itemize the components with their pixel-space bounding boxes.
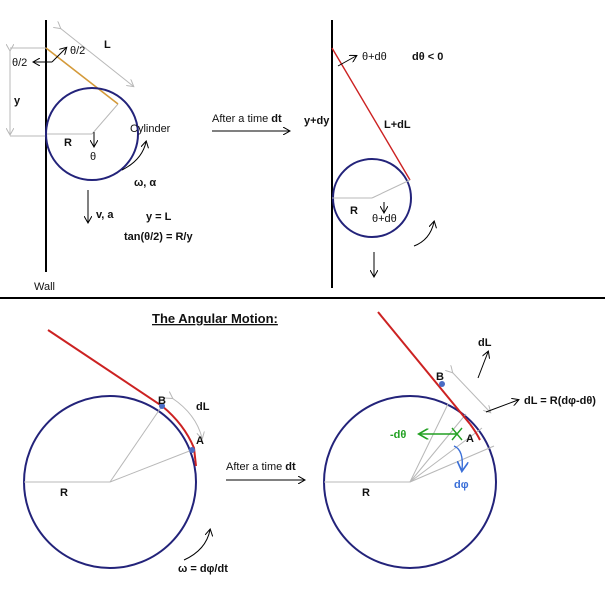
R-label: R — [64, 137, 72, 149]
dL-top-label: dL — [478, 337, 492, 349]
dL-dimension-line — [452, 372, 490, 412]
dtheta-lt-zero-label: dθ < 0 — [412, 51, 443, 63]
omega-curve-arrow — [183, 530, 210, 561]
point-B — [439, 381, 445, 387]
bottom-left-panel: B A dL R ω = dφ/dt — [23, 329, 228, 575]
rotation-curve-arrow — [413, 222, 434, 247]
after-time-label: After a time dt — [212, 113, 282, 125]
theta-half-top-label: θ/2 — [70, 45, 85, 57]
top-left-panel: θ/2 θ/2 L y R θ Cylinder ω, α v, a y = L… — [10, 20, 193, 293]
dL-eq-label: dL = R(dφ-dθ) — [524, 395, 596, 407]
theta-arrow — [337, 56, 356, 67]
L-dL-label: L+dL — [384, 119, 411, 131]
after-time-label: After a time dt — [226, 461, 296, 473]
dL-label: dL — [196, 401, 210, 413]
omega-alpha-label: ω, α — [134, 177, 156, 189]
y-dy-label: y+dy — [304, 115, 330, 127]
y-label: y — [14, 95, 21, 107]
rope-segment — [45, 47, 119, 105]
rope-line — [377, 311, 471, 425]
radius-line — [409, 413, 467, 483]
rope-line — [47, 329, 197, 467]
minus-dtheta-label: -dθ — [390, 429, 406, 441]
point-A — [189, 447, 195, 453]
omega-eq-label: ω = dφ/dt — [178, 563, 228, 575]
radius-line — [409, 445, 495, 483]
rope-wrap — [469, 423, 481, 441]
theta-label: θ — [90, 151, 96, 163]
theta-half-left-label: θ/2 — [12, 57, 27, 69]
L-dimension-line — [60, 28, 133, 86]
theta-dtheta-label: θ+dθ — [362, 51, 387, 63]
dphi-arrow — [453, 445, 462, 470]
top-transition: After a time dt — [212, 113, 289, 131]
top-right-panel: θ+dθ dθ < 0 y+dy L+dL R θ+dθ — [304, 20, 443, 288]
R-label: R — [350, 205, 358, 217]
L-label: L — [104, 39, 111, 51]
radius-line — [371, 179, 411, 199]
dL-dimension-arc — [172, 398, 202, 438]
wall-label: Wall — [34, 281, 55, 293]
section-title: The Angular Motion: — [152, 311, 278, 326]
radius-line — [109, 405, 163, 483]
tan-relation-label: tan(θ/2) = R/y — [124, 231, 193, 243]
point-B — [159, 403, 165, 409]
y-eq-L-label: y = L — [146, 211, 172, 223]
point-A-label: A — [466, 433, 474, 445]
radius-line — [109, 449, 193, 483]
dphi-label: dφ — [454, 479, 469, 491]
dL-arrow — [477, 352, 488, 379]
radius-line — [91, 103, 119, 135]
cylinder-circle — [45, 87, 139, 181]
bottom-right-panel: dL B dL = R(dφ-dθ) -dθ A dφ R — [323, 311, 596, 569]
theta-dtheta-lower-label: θ+dθ — [372, 213, 397, 225]
bottom-transition: After a time dt — [226, 461, 304, 480]
cylinder-label: Cylinder — [130, 123, 171, 135]
radius-line — [409, 427, 483, 483]
dL-eq-arrow — [485, 400, 518, 413]
point-B-label: B — [158, 395, 166, 407]
theta-half-arrow — [51, 48, 66, 63]
R-label: R — [362, 487, 370, 499]
point-B-label: B — [436, 371, 444, 383]
point-A-label: A — [196, 435, 204, 447]
rope-line — [331, 47, 411, 181]
radius-line — [409, 403, 449, 483]
omega-curve-arrow — [121, 142, 146, 171]
point-A-marker — [451, 427, 463, 441]
R-label: R — [60, 487, 68, 499]
v-a-label: v, a — [96, 209, 114, 221]
